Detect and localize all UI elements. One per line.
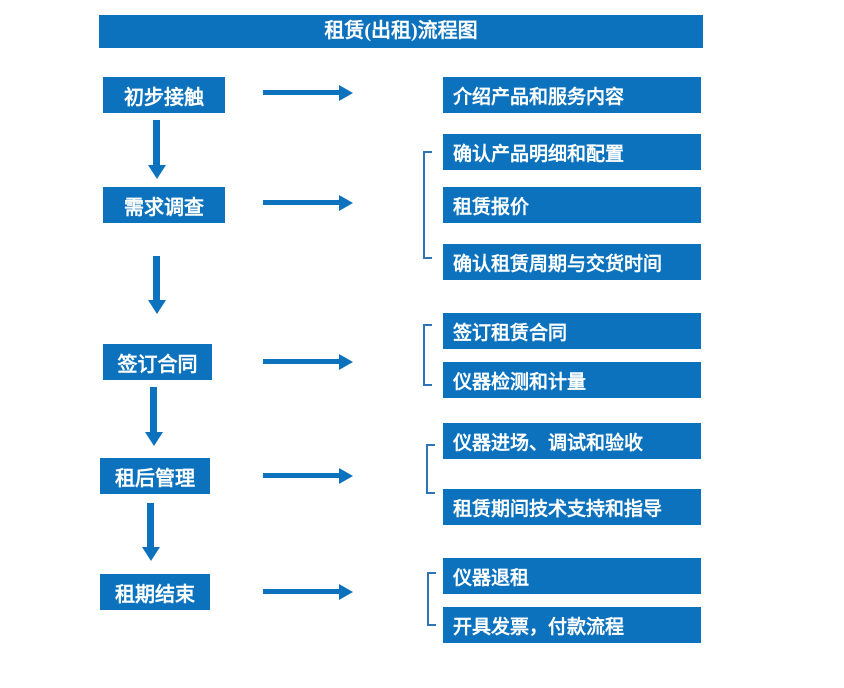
bracket-demand-survey-group <box>423 151 432 259</box>
detail-box-instrument-entry: 仪器进场、调试和验收 <box>443 423 701 459</box>
right-arrow-icon-2 <box>263 195 353 211</box>
arrow-shaft <box>153 120 160 165</box>
arrow-shaft <box>263 359 341 364</box>
arrow-shaft <box>263 200 341 205</box>
arrow-shaft <box>263 90 341 95</box>
detail-box-sign-rental-contract: 签订租赁合同 <box>443 313 701 349</box>
detail-box-instrument-return: 仪器退租 <box>443 558 701 594</box>
down-arrow-icon-2 <box>148 256 166 314</box>
arrow-shaft <box>147 503 154 547</box>
detail-box-intro-products: 介绍产品和服务内容 <box>443 77 701 113</box>
arrow-head <box>339 354 353 370</box>
arrow-head <box>148 165 166 179</box>
detail-box-instrument-testing: 仪器检测和计量 <box>443 362 701 398</box>
right-arrow-icon-5 <box>263 584 353 600</box>
flowchart-title: 租赁(出租)流程图 <box>99 15 703 48</box>
arrow-head <box>142 547 160 561</box>
detail-box-invoice-payment: 开具发票，付款流程 <box>443 607 701 643</box>
arrow-head <box>339 584 353 600</box>
arrow-head <box>148 300 166 314</box>
stage-box-sign-contract: 签订合同 <box>103 344 212 380</box>
arrow-shaft <box>153 256 160 300</box>
bracket-sign-contract-group <box>423 324 432 386</box>
stage-box-rental-end: 租期结束 <box>100 574 210 610</box>
down-arrow-icon-4 <box>142 503 160 561</box>
arrow-head <box>339 195 353 211</box>
bracket-rental-end-group <box>427 572 436 626</box>
right-arrow-icon-1 <box>263 85 353 101</box>
down-arrow-icon-1 <box>148 120 166 179</box>
bracket-post-rental-group <box>426 444 435 494</box>
arrow-head <box>339 85 353 101</box>
arrow-shaft <box>263 473 341 478</box>
arrow-head <box>145 432 163 446</box>
arrow-shaft <box>150 387 157 432</box>
down-arrow-icon-3 <box>145 387 163 446</box>
right-arrow-icon-3 <box>263 354 353 370</box>
detail-box-confirm-config: 确认产品明细和配置 <box>443 134 701 170</box>
detail-box-rental-quote: 租赁报价 <box>443 187 701 223</box>
arrow-head <box>339 468 353 484</box>
right-arrow-icon-4 <box>263 468 353 484</box>
stage-box-post-rental: 租后管理 <box>100 458 210 494</box>
detail-box-tech-support: 租赁期间技术支持和指导 <box>443 489 701 525</box>
detail-box-confirm-period: 确认租赁周期与交货时间 <box>443 244 701 280</box>
arrow-shaft <box>263 589 341 594</box>
stage-box-demand-survey: 需求调查 <box>103 187 225 223</box>
stage-box-initial-contact: 初步接触 <box>103 77 225 113</box>
